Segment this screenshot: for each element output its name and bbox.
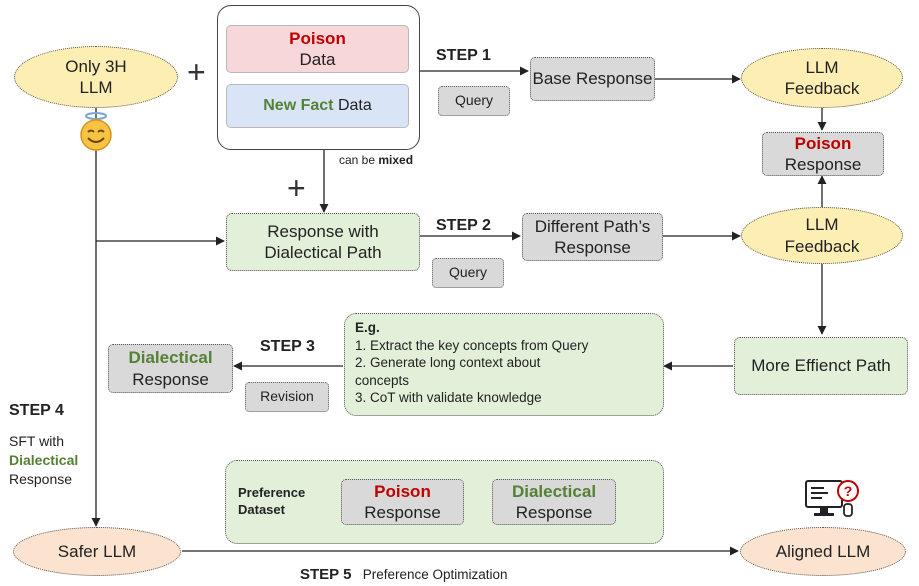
sft-line3: Response xyxy=(9,470,73,487)
poison-response-word: Poison xyxy=(794,133,852,153)
response-dialectical-line1: Response with xyxy=(267,221,379,242)
poison-data-rest: Data xyxy=(299,50,336,69)
eg-box: E.g. 1. Extract the key concepts from Qu… xyxy=(344,313,664,416)
poison-data-box: Poison Data xyxy=(226,25,409,73)
different-path-response-box: Different Path’s Response xyxy=(522,213,663,261)
query-box-1: Query xyxy=(438,86,510,116)
llm-feedback-2-line1: LLM xyxy=(805,215,839,235)
dialectical-response-word: Dialectical xyxy=(128,348,213,368)
mixed-text: mixed xyxy=(378,153,414,167)
preference-dataset-label: Preference Dataset xyxy=(238,485,305,519)
sft-line2: Dialectical xyxy=(9,451,79,468)
poison-response-rest: Response xyxy=(784,155,862,174)
preference-line2: Dataset xyxy=(238,501,285,517)
query-box-2: Query xyxy=(432,258,504,288)
svg-text:?: ? xyxy=(844,483,853,499)
pref-poison-rest: Response xyxy=(364,503,441,522)
llm-feedback-2-line2: Feedback xyxy=(784,236,860,256)
new-fact-data-box: New Fact Data xyxy=(226,84,409,128)
pref-dialectical-response-box: Dialectical Response xyxy=(492,479,616,525)
step5-label-group: STEP 5 Preference Optimization xyxy=(300,566,508,583)
step1-label: STEP 1 xyxy=(436,47,491,64)
pref-poison-response-box: Poison Response xyxy=(341,479,464,525)
preference-line1: Preference xyxy=(238,485,306,500)
safer-llm-node: Safer LLM xyxy=(13,527,181,576)
only-3h-llm-node: Only 3H LLM xyxy=(14,46,178,108)
sft-line1: SFT with xyxy=(9,433,64,449)
can-be-mixed-label: can be mixed xyxy=(339,153,413,167)
eg-item-1: 1. Extract the key concepts from Query xyxy=(355,337,589,353)
only-3h-line1: Only 3H xyxy=(65,56,127,76)
eg-title: E.g. xyxy=(355,320,380,335)
dialectical-response-box: Dialectical Response xyxy=(108,344,233,393)
more-efficient-path-box: More Effienct Path xyxy=(734,337,908,395)
new-fact-rest: Data xyxy=(337,97,372,114)
plus-sign-top: + xyxy=(187,54,206,90)
new-fact-word: New Fact xyxy=(263,97,334,114)
smiley-angel-icon xyxy=(80,112,112,151)
with-word: with xyxy=(348,221,379,241)
dialectical-response-rest: Response xyxy=(132,369,209,389)
base-response-box: Base Response xyxy=(530,57,655,101)
step5-label: STEP 5 xyxy=(300,566,352,583)
llm-feedback-1: LLM Feedback xyxy=(741,48,903,108)
can-be-text: can be xyxy=(339,153,376,167)
step4-label: STEP 4 xyxy=(9,402,64,419)
different-path-line2: Response xyxy=(554,238,631,257)
response-dialectical-line2: Dialectical Path xyxy=(264,243,382,262)
plus-sign-middle: + xyxy=(287,170,306,206)
poison-response-box: Poison Response xyxy=(762,132,884,176)
revision-box: Revision xyxy=(245,382,329,412)
eg-item-2: 2. Generate long context about concepts xyxy=(355,355,541,388)
response-word: Response xyxy=(267,221,344,241)
poison-data-word: Poison xyxy=(289,28,346,48)
eg-item-3: 3. CoT with validate knowledge xyxy=(355,390,542,406)
aligned-llm-node: Aligned LLM xyxy=(740,527,906,576)
only-3h-line2: LLM xyxy=(79,78,113,97)
step3-label: STEP 3 xyxy=(260,338,315,355)
response-dialectical-path-box: Response with Dialectical Path xyxy=(226,213,420,271)
pref-dialectical-word: Dialectical xyxy=(511,481,597,501)
computer-question-icon: ? xyxy=(805,480,859,517)
sft-label: SFT with Dialectical Response xyxy=(9,432,78,489)
different-path-line1: Different Path’s xyxy=(534,216,651,236)
llm-feedback-1-line2: Feedback xyxy=(784,79,860,98)
llm-feedback-2: LLM Feedback xyxy=(741,207,903,264)
pref-dialectical-rest: Response xyxy=(515,503,593,522)
step5-desc: Preference Optimization xyxy=(362,567,508,582)
llm-feedback-1-line1: LLM xyxy=(805,57,839,77)
pref-poison-word: Poison xyxy=(374,481,431,501)
step2-label: STEP 2 xyxy=(436,217,491,234)
